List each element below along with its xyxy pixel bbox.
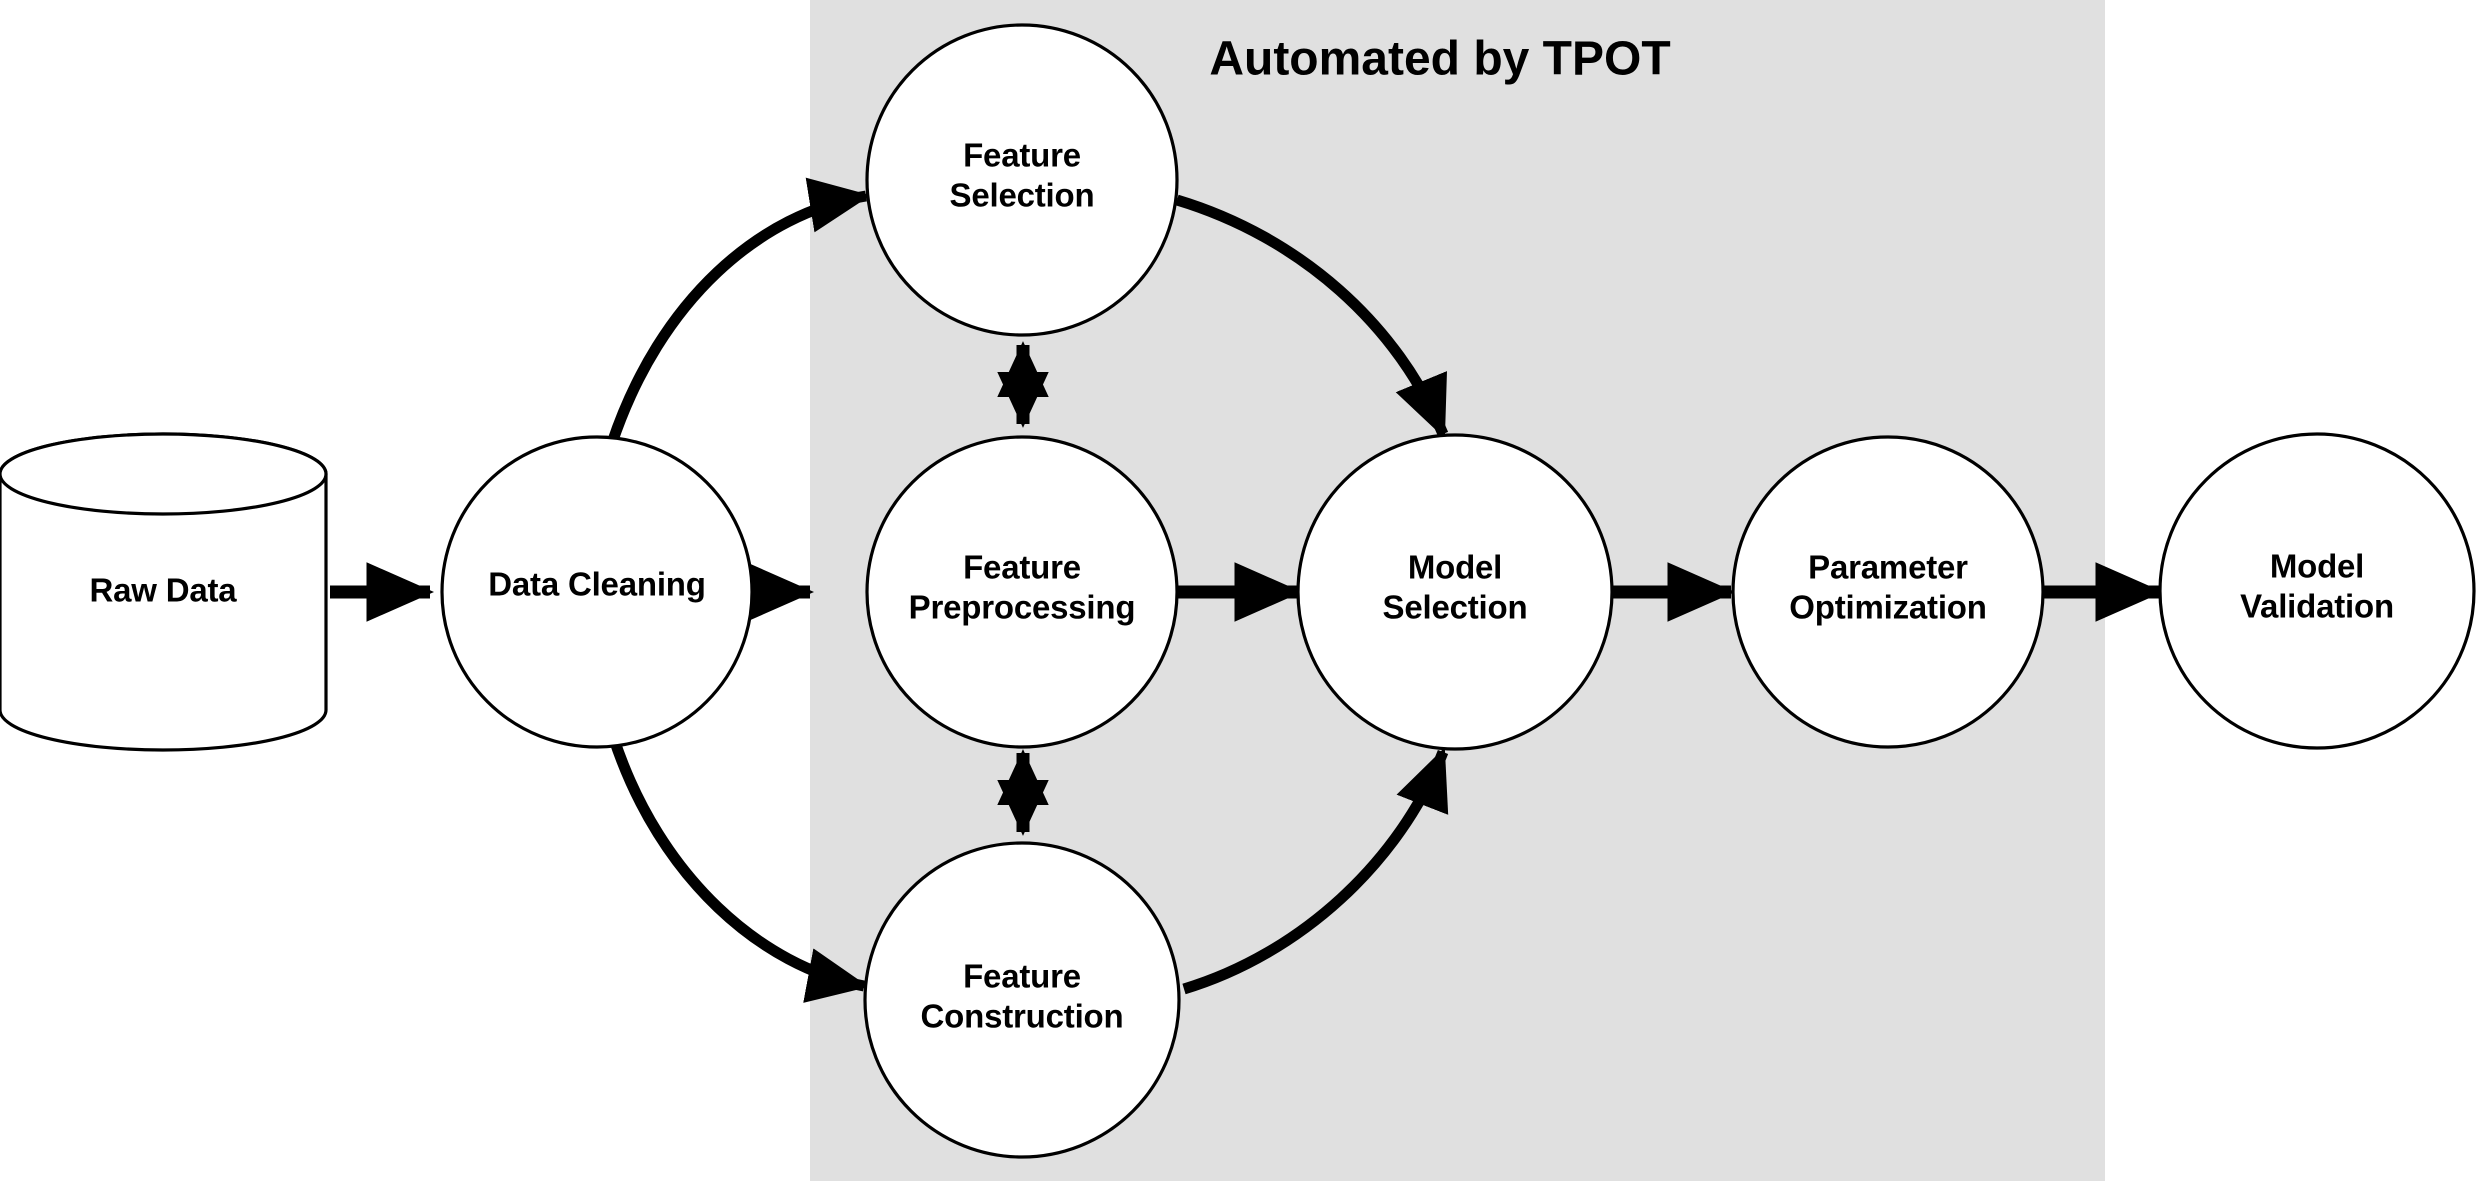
node-model-validation[interactable]: Model Validation <box>2158 432 2476 750</box>
node-parameter-optimization-label-line1: Parameter <box>1808 549 1968 586</box>
panel-title: Automated by TPOT <box>1209 33 1670 86</box>
node-model-selection-label-line1: Model <box>1408 549 1502 586</box>
node-model-selection[interactable]: Model Selection <box>1296 433 1614 751</box>
node-parameter-optimization[interactable]: Parameter Optimization <box>1731 435 2045 749</box>
node-feature-selection[interactable]: Feature Selection <box>865 23 1179 337</box>
edge-data-cleaning-to-feature-construction <box>608 737 869 1003</box>
node-data-cleaning-label: Data Cleaning <box>488 566 705 603</box>
node-feature-selection-label-line2: Selection <box>950 177 1095 214</box>
node-feature-selection-label-line1: Feature <box>963 137 1081 174</box>
edge-feature-construction-to-model-selection <box>1182 747 1449 995</box>
node-feature-construction-label-line1: Feature <box>963 958 1081 995</box>
node-parameter-optimization-label-line2: Optimization <box>1789 589 1986 626</box>
node-feature-preprocessing-label-line2: Preprocessing <box>909 589 1136 626</box>
node-model-validation-label-line1: Model <box>2270 548 2364 585</box>
node-model-validation-label-line2: Validation <box>2240 588 2394 625</box>
node-model-selection-label-line2: Selection <box>1383 589 1528 626</box>
node-feature-construction-label-line2: Construction <box>921 998 1124 1035</box>
node-data-cleaning[interactable]: Data Cleaning <box>440 435 754 749</box>
node-feature-construction[interactable]: Feature Construction <box>863 841 1181 1159</box>
node-raw-data[interactable]: Raw Data <box>0 432 328 752</box>
node-raw-data-label: Raw Data <box>90 572 238 609</box>
node-feature-preprocessing-label-line1: Feature <box>963 549 1081 586</box>
edge-data-cleaning-to-feature-selection <box>606 177 871 445</box>
edge-feature-selection-to-model-selection <box>1175 194 1449 439</box>
node-feature-preprocessing[interactable]: Feature Preprocessing <box>865 435 1179 749</box>
